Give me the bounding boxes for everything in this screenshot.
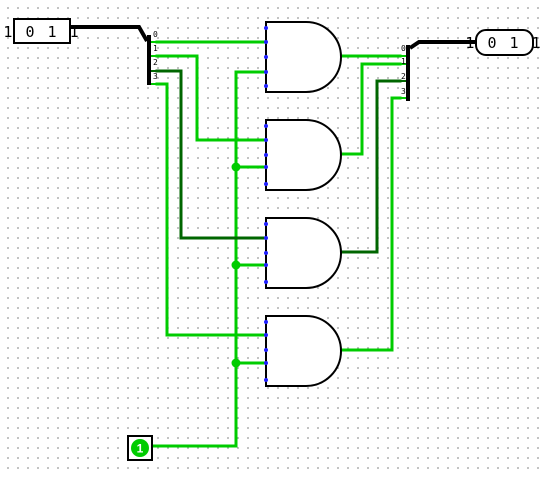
junctions [231,162,241,368]
splitter-input-bit-1: 1 [153,44,158,53]
wires [151,40,402,448]
wire-bit3-out[interactable] [334,96,402,352]
splitter-output-bit-1: 1 [401,57,406,66]
wire-bit2-out[interactable] [334,79,402,254]
constant-value: 1 [137,442,144,456]
wire-bit1-out[interactable] [334,62,402,156]
and-gates [264,21,342,387]
constant-led [131,439,149,457]
splitter-input[interactable]: 0 1 2 3 [147,30,158,85]
wire-bit2-in[interactable] [155,69,266,240]
bus-output[interactable] [408,40,478,50]
gate-4-input-pins [264,320,268,382]
and-gate-2[interactable] [264,119,342,191]
gate-1-input-pins [264,26,268,88]
junction-dot [231,162,241,172]
input-pin[interactable]: 1 0 1 1 [3,18,80,44]
wire-bit3-in[interactable] [155,82,266,337]
splitter-output-bit-0: 0 [401,44,406,53]
constant-input[interactable]: 1 [127,435,153,461]
junction-dot [231,358,241,368]
and-gate-4[interactable] [264,315,342,387]
splitter-output-bit-3: 3 [401,87,406,96]
gate-3-input-pins [264,222,268,284]
splitter-output-stubs [400,55,406,99]
splitter-input-stubs [151,41,157,85]
splitter-output[interactable]: 0 1 2 3 [400,44,410,101]
splitter-input-bit-0: 0 [153,30,158,39]
and-gate-3[interactable] [264,217,342,289]
junction-dot [231,260,241,270]
input-pin-value: 1 0 1 1 [3,23,80,41]
and-gate-1[interactable] [264,21,342,93]
wire-bit1-in[interactable] [155,54,266,142]
splitter-input-bit-3: 3 [153,72,158,81]
output-pin[interactable]: 1 0 1 1 [465,29,542,56]
bus-input[interactable] [70,25,149,42]
splitter-input-bit-2: 2 [153,58,158,67]
gate-2-input-pins [264,124,268,186]
output-pin-value: 1 0 1 1 [465,34,542,52]
wire-enable-trunk[interactable] [151,70,266,448]
splitter-output-bit-2: 2 [401,72,406,81]
